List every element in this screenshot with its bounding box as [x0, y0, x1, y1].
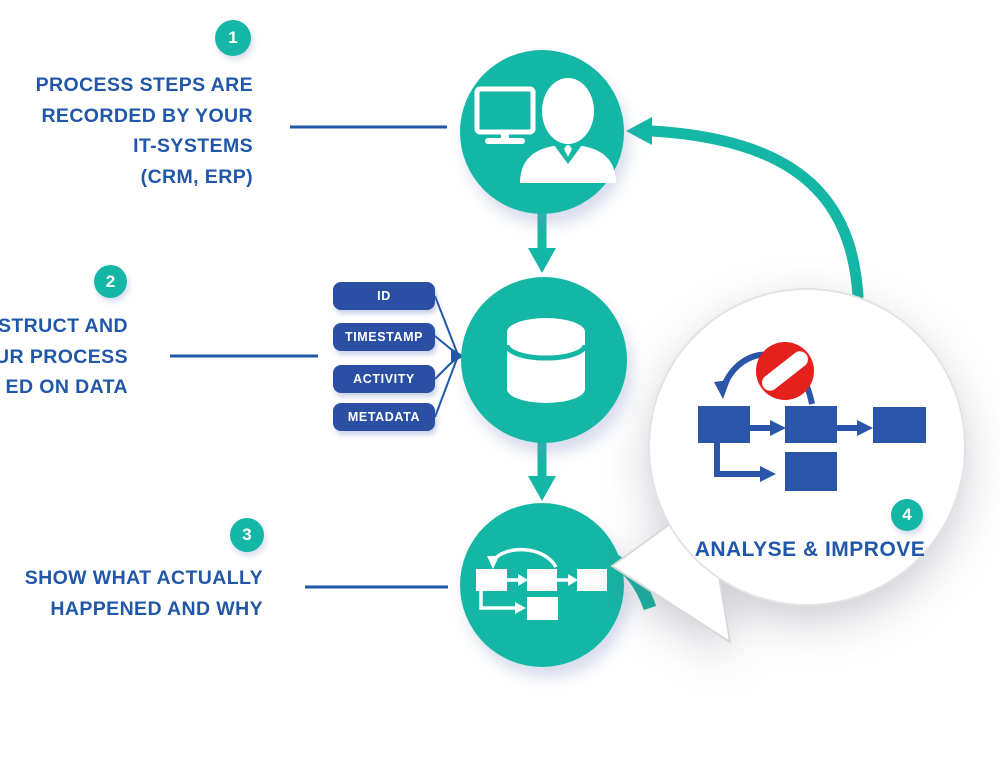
process-flow-icon [476, 548, 607, 620]
no-entry-icon [756, 342, 814, 400]
step1-badge: 1 [215, 20, 251, 56]
step3-line: HAPPENED AND WHY [50, 597, 263, 620]
database-circle [461, 277, 627, 443]
monitor-icon [474, 86, 536, 144]
step2-line: STRUCT AND [0, 315, 128, 337]
data-field-pill-id: ID [333, 282, 435, 310]
arrow-down-1-icon [528, 210, 556, 273]
database-icon [504, 318, 588, 403]
it-systems-circle [460, 50, 624, 214]
step1-text: PROCESS STEPS ARE RECORDED BY YOUR IT-SY… [0, 70, 253, 192]
step4-badge: 4 [891, 499, 923, 531]
step1-line: PROCESS STEPS ARE [35, 74, 253, 96]
step2-text: STRUCT AND UR PROCESS ED ON DATA [0, 311, 128, 403]
step2-line: ED ON DATA [5, 376, 128, 398]
step3-line: SHOW WHAT ACTUALLY [24, 567, 263, 589]
data-field-pill-metadata: METADATA [333, 403, 435, 431]
step2-badge: 2 [94, 265, 127, 298]
step3-text: SHOW WHAT ACTUALLY HAPPENED AND WHY [0, 563, 263, 624]
step3-badge: 3 [230, 518, 264, 552]
step2-line: UR PROCESS [0, 345, 128, 368]
user-icon [520, 78, 616, 183]
pill-arrowhead-icon [451, 348, 464, 364]
data-field-pill-timestamp: TIMESTAMP [333, 323, 435, 351]
analysis-flowchart [698, 342, 926, 491]
analysis-bubble [610, 288, 966, 645]
data-field-pill-activity: ACTIVITY [333, 365, 435, 393]
bubble-label: ANALYSE & IMPROVE [694, 538, 926, 561]
step1-line: RECORDED BY YOUR [41, 104, 253, 127]
arrow-down-2-icon [528, 440, 556, 501]
process-map-circle [460, 503, 624, 667]
step1-line: (CRM, ERP) [140, 165, 253, 188]
step1-line: IT-SYSTEMS [133, 135, 253, 157]
